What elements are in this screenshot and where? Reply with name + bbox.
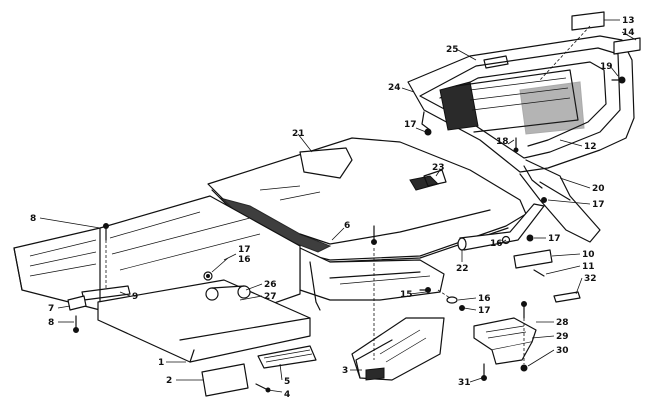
- bolt-31: [481, 363, 487, 381]
- reflector-2: [201, 363, 249, 397]
- callout-23: 23: [432, 163, 445, 173]
- callout-19: 19: [600, 62, 613, 72]
- callout-30: 30: [556, 346, 569, 356]
- nut-30: [520, 364, 528, 372]
- leader-lines: [39, 19, 637, 393]
- bolt-18: [513, 137, 519, 153]
- callout-17-right: 17: [548, 234, 561, 244]
- washer-16-right: [501, 234, 534, 245]
- callout-17-center: 17: [478, 306, 491, 316]
- callout-32: 32: [584, 274, 597, 284]
- bolt-15: [419, 287, 431, 293]
- decal-14: [613, 37, 641, 55]
- callout-29: 29: [556, 332, 569, 342]
- callout-8-top: 8: [30, 214, 36, 224]
- callout-7: 7: [48, 304, 54, 314]
- washer-17-left: [203, 271, 213, 281]
- screw-11: [533, 269, 545, 277]
- callout-24: 24: [388, 83, 401, 93]
- washer-16-center: [446, 296, 458, 304]
- tread-pad-5: [257, 345, 317, 369]
- callout-16-center: 16: [478, 294, 491, 304]
- callout-13: 13: [622, 16, 635, 26]
- callout-17-rear: 17: [592, 200, 605, 210]
- knob-26: [205, 285, 251, 301]
- bolt-19: [611, 76, 626, 84]
- callout-5: 5: [284, 377, 290, 387]
- nut-17-center: [459, 305, 465, 311]
- callout-10: 10: [582, 250, 595, 260]
- screw-4: [255, 383, 271, 393]
- callout-18: 18: [496, 137, 509, 147]
- callout-26: 26: [264, 280, 277, 290]
- callout-22: 22: [456, 264, 469, 274]
- assembly-lines: [105, 25, 591, 364]
- bolt-8-top: [103, 223, 109, 241]
- bracket-plate-28: [473, 317, 537, 365]
- callout-16-right: 16: [490, 239, 503, 249]
- callout-8-bottom: 8: [48, 318, 54, 328]
- callout-15: 15: [400, 290, 413, 300]
- callout-14: 14: [622, 28, 635, 38]
- tunnel-body: [207, 137, 527, 263]
- callout-11: 11: [582, 262, 595, 272]
- callout-27: 27: [264, 292, 277, 302]
- footrest-plate-1: [97, 279, 311, 363]
- callout-20: 20: [592, 184, 605, 194]
- clip-7: [67, 295, 87, 311]
- callout-25: 25: [446, 45, 459, 55]
- plate-10: [513, 249, 553, 269]
- tunnel-side: [299, 247, 445, 311]
- callout-3: 3: [342, 366, 348, 376]
- clip-32: [553, 291, 581, 303]
- callout-31: 31: [458, 378, 471, 388]
- bolt-8-bottom: [73, 315, 79, 333]
- callout-labels: 1 2 3 4 5 6 7 8 8 9 10 11 12 13 14 15 16…: [30, 16, 635, 400]
- bracket-23: [423, 169, 447, 187]
- washer-17-rear: [541, 197, 547, 203]
- callout-9: 9: [132, 292, 138, 302]
- callout-1: 1: [158, 358, 164, 368]
- callout-6: 6: [344, 221, 350, 231]
- pad-21: [299, 147, 353, 179]
- center-bolt: [371, 225, 377, 360]
- callout-12: 12: [584, 142, 597, 152]
- bolt-28: [521, 301, 527, 319]
- callout-4: 4: [284, 390, 290, 400]
- callout-28: 28: [556, 318, 569, 328]
- callout-2: 2: [166, 376, 172, 386]
- callout-16-left: 16: [238, 255, 251, 265]
- bracket-3: [351, 317, 445, 381]
- rear-rack: [407, 35, 635, 243]
- decal-13: [571, 11, 605, 31]
- callout-17-rack: 17: [404, 120, 417, 130]
- callout-21: 21: [292, 129, 305, 139]
- callout-17-left: 17: [238, 245, 251, 255]
